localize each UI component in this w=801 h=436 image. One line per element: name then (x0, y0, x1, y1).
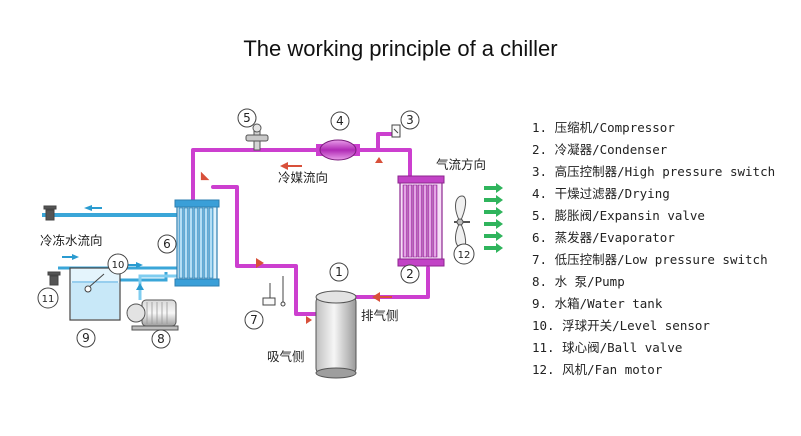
marker-9: 9 (76, 328, 96, 348)
marker-6: 6 (157, 234, 177, 254)
svg-text:1: 1 (335, 265, 343, 279)
high-pressure-switch (391, 124, 401, 138)
marker-3: 3 (400, 110, 420, 130)
component-legend: 1. 压缩机/Compressor 2. 冷凝器/Condenser 3. 高压… (532, 117, 775, 381)
legend-item-condenser: 2. 冷凝器/Condenser (532, 142, 668, 157)
marker-8: 8 (151, 329, 171, 349)
fan-motor (454, 195, 470, 249)
svg-text:10: 10 (112, 260, 125, 271)
air-arrow (484, 195, 503, 205)
legend-item-compressor: 1. 压缩机/Compressor (532, 120, 675, 135)
svg-text:5: 5 (243, 111, 251, 125)
low-pressure-switch (262, 276, 286, 307)
pump-to-evaporator-pipe (138, 274, 178, 300)
air-arrow (484, 243, 503, 253)
air-arrow (484, 231, 503, 241)
diagram-title: The working principle of a chiller (243, 36, 558, 61)
pipe-hp-switch-branch (376, 132, 394, 152)
water-pump (126, 299, 179, 331)
marker-12: 12 (453, 243, 475, 265)
refrigerant-flow-label: 冷媒流向 (278, 170, 328, 185)
legend-item-expansion-valve: 5. 膨胀阀/Expansin valve (532, 208, 705, 223)
legend-item-ball-valve: 11. 球心阀/Ball valve (532, 340, 683, 355)
marker-4: 4 (330, 111, 350, 131)
air-arrow (484, 183, 503, 193)
ball-valves (43, 205, 61, 286)
drying-filter (316, 139, 360, 161)
marker-7: 7 (244, 310, 264, 330)
expansion-valve (245, 123, 269, 151)
air-flow-arrows (484, 183, 503, 253)
svg-text:12: 12 (458, 250, 471, 261)
air-arrow (484, 219, 503, 229)
condenser (397, 175, 445, 267)
legend-item-drying: 4. 干燥过滤器/Drying (532, 186, 670, 201)
svg-text:8: 8 (157, 332, 165, 346)
svg-text:7: 7 (250, 313, 258, 327)
marker-1: 1 (329, 262, 349, 282)
legend-item-fan-motor: 12. 风机/Fan motor (532, 362, 663, 377)
water-tank (69, 267, 121, 321)
legend-item-evaporator: 6. 蒸发器/Evaporator (532, 230, 675, 245)
evaporator (174, 199, 220, 287)
air-arrow (484, 207, 503, 217)
legend-item-low-pressure-switch: 7. 低压控制器/Low pressure switch (532, 252, 768, 267)
svg-text:6: 6 (163, 237, 171, 251)
svg-text:2: 2 (406, 267, 414, 281)
air-flow-label: 气流方向 (436, 157, 486, 172)
marker-5: 5 (237, 108, 257, 128)
marker-10: 10 (107, 253, 129, 275)
svg-text:11: 11 (42, 294, 55, 305)
refrigerant-flow-arrows (200, 157, 392, 324)
chilled-water-flow-label: 冷冻水流向 (40, 233, 103, 248)
svg-text:4: 4 (336, 114, 344, 128)
level-sensor (84, 273, 105, 293)
legend-item-high-pressure-switch: 3. 高压控制器/High pressure switch (532, 164, 776, 179)
suction-side-label: 吸气侧 (267, 349, 305, 364)
legend-item-water-tank: 9. 水箱/Water tank (532, 296, 663, 311)
compressor (315, 290, 357, 379)
number-markers: 1 2 3 4 5 6 7 8 9 10 11 12 (37, 108, 475, 349)
marker-11: 11 (37, 287, 59, 309)
pipe-evaporator-to-suction (211, 185, 318, 316)
discharge-side-label: 排气侧 (361, 308, 399, 323)
pipe-evaporator-to-expansion (191, 148, 412, 205)
marker-2: 2 (400, 264, 420, 284)
legend-item-pump: 8. 水 泵/Pump (532, 274, 625, 289)
legend-item-level-sensor: 10. 浮球开关/Level sensor (532, 318, 710, 333)
refrigerant-pipes (191, 132, 430, 316)
svg-text:3: 3 (406, 113, 414, 127)
water-flow-arrows (62, 205, 144, 290)
svg-text:9: 9 (82, 331, 90, 345)
